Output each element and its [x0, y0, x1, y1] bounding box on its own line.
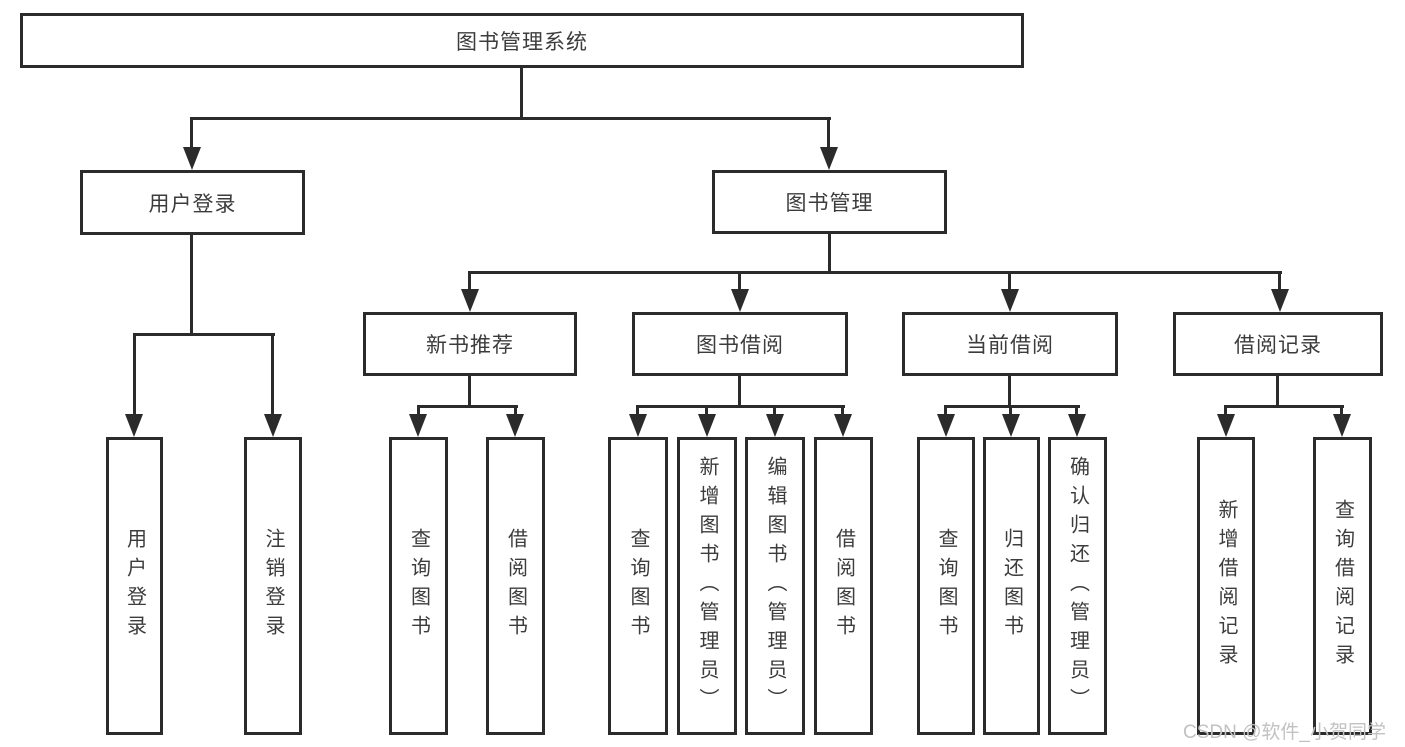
connector-line — [636, 405, 639, 417]
leaf-confirm-return-admin-label: 确认归还（管理员） — [1066, 455, 1089, 717]
connector-line — [1008, 376, 1011, 408]
arrow-down-icon — [766, 414, 784, 437]
arrow-down-icon — [125, 414, 143, 437]
connector-line — [944, 405, 1080, 408]
connector-line — [133, 333, 136, 417]
arrow-down-icon — [629, 414, 647, 437]
connector-line — [514, 405, 517, 417]
leaf-query-borrow-record-label: 查询借阅记录 — [1331, 499, 1354, 673]
connector-line — [417, 405, 420, 417]
leaf-add-books-admin-label: 新增图书（管理员） — [696, 455, 718, 717]
connector-line — [190, 235, 193, 335]
leaf-user-login-label: 用户登录 — [123, 528, 146, 644]
leaf-borrow-books-recommend-label: 借阅图书 — [504, 528, 527, 644]
node-borrowing-records: 借阅记录 — [1173, 312, 1383, 376]
arrow-down-icon — [698, 414, 716, 437]
connector-line — [1075, 405, 1078, 417]
leaf-edit-books-admin-label: 编辑图书（管理员） — [764, 455, 786, 717]
node-current-borrowing-label: 当前借阅 — [966, 334, 1054, 357]
connector-line — [841, 405, 844, 417]
node-new-book-recommend-label: 新书推荐 — [426, 334, 514, 357]
connector-line — [190, 117, 193, 150]
leaf-add-borrow-record: 新增借阅记录 — [1197, 437, 1255, 735]
node-book-management-label: 图书管理 — [785, 192, 874, 215]
connector-line — [1008, 271, 1011, 292]
leaf-add-borrow-record-label: 新增借阅记录 — [1215, 499, 1237, 673]
connector-line — [133, 333, 275, 336]
connector-line — [468, 271, 1282, 274]
node-new-book-recommend: 新书推荐 — [363, 312, 577, 376]
leaf-return-books-label: 归还图书 — [1000, 528, 1023, 644]
node-book-borrowing-label: 图书借阅 — [696, 334, 784, 357]
leaf-add-books-admin: 新增图书（管理员） — [677, 437, 737, 735]
node-root: 图书管理系统 — [20, 13, 1024, 68]
arrow-down-icon — [506, 414, 524, 437]
connector-line — [738, 376, 741, 408]
connector-line — [1278, 271, 1281, 292]
leaf-logout-label: 注销登录 — [262, 528, 284, 644]
node-borrowing-records-label: 借阅记录 — [1234, 334, 1322, 357]
connector-line — [520, 68, 523, 119]
leaf-query-books-recommend: 查询图书 — [389, 437, 448, 735]
arrow-down-icon — [264, 414, 282, 437]
leaf-borrow-books-recommend: 借阅图书 — [486, 437, 545, 735]
connector-line — [468, 271, 471, 292]
leaf-query-books-recommend-label: 查询图书 — [407, 528, 430, 644]
connector-line — [827, 117, 830, 150]
connector-line — [1224, 405, 1227, 417]
arrow-down-icon — [183, 147, 201, 170]
node-book-borrowing: 图书借阅 — [632, 312, 848, 376]
node-user-login-label: 用户登录 — [148, 192, 237, 216]
arrow-down-icon — [461, 289, 479, 312]
arrow-down-icon — [1068, 414, 1086, 437]
leaf-query-books-current: 查询图书 — [917, 437, 975, 735]
leaf-query-books-borrowing-label: 查询图书 — [627, 528, 649, 644]
connector-line — [944, 405, 947, 417]
arrow-down-icon — [937, 414, 955, 437]
leaf-query-books-current-label: 查询图书 — [935, 528, 957, 644]
arrow-down-icon — [1217, 414, 1235, 437]
leaf-user-login: 用户登录 — [106, 437, 163, 735]
leaf-logout: 注销登录 — [244, 437, 302, 735]
node-root-label: 图书管理系统 — [456, 30, 588, 54]
arrow-down-icon — [1002, 414, 1020, 437]
arrow-down-icon — [1271, 289, 1289, 312]
connector-line — [468, 376, 471, 408]
connector-line — [1009, 405, 1012, 417]
arrow-down-icon — [1333, 414, 1351, 437]
connector-line — [417, 405, 518, 408]
arrow-down-icon — [834, 414, 852, 437]
leaf-query-borrow-record: 查询借阅记录 — [1313, 437, 1372, 735]
leaf-query-books-borrowing: 查询图书 — [608, 437, 668, 735]
connector-line — [190, 117, 831, 120]
connector-line — [705, 405, 708, 417]
leaf-edit-books-admin: 编辑图书（管理员） — [745, 437, 805, 735]
connector-line — [636, 405, 845, 408]
connector-line — [1224, 405, 1344, 408]
connector-line — [738, 271, 741, 292]
connector-line — [1340, 405, 1343, 417]
connector-line — [1276, 376, 1279, 408]
connector-line — [773, 405, 776, 417]
leaf-confirm-return-admin: 确认归还（管理员） — [1048, 437, 1107, 735]
arrow-down-icon — [731, 289, 749, 312]
connector-line — [828, 234, 831, 273]
connector-line — [271, 333, 274, 417]
leaf-borrow-books-borrowing: 借阅图书 — [814, 437, 873, 735]
csdn-watermark: CSDN @软件_小贺同学 — [1183, 722, 1386, 743]
leaf-return-books: 归还图书 — [983, 437, 1040, 735]
node-current-borrowing: 当前借阅 — [902, 312, 1118, 376]
arrow-down-icon — [409, 414, 427, 437]
leaf-borrow-books-borrowing-label: 借阅图书 — [832, 528, 855, 644]
arrow-down-icon — [820, 147, 838, 170]
arrow-down-icon — [1001, 289, 1019, 312]
node-book-management: 图书管理 — [712, 170, 947, 234]
node-user-login: 用户登录 — [80, 170, 305, 235]
